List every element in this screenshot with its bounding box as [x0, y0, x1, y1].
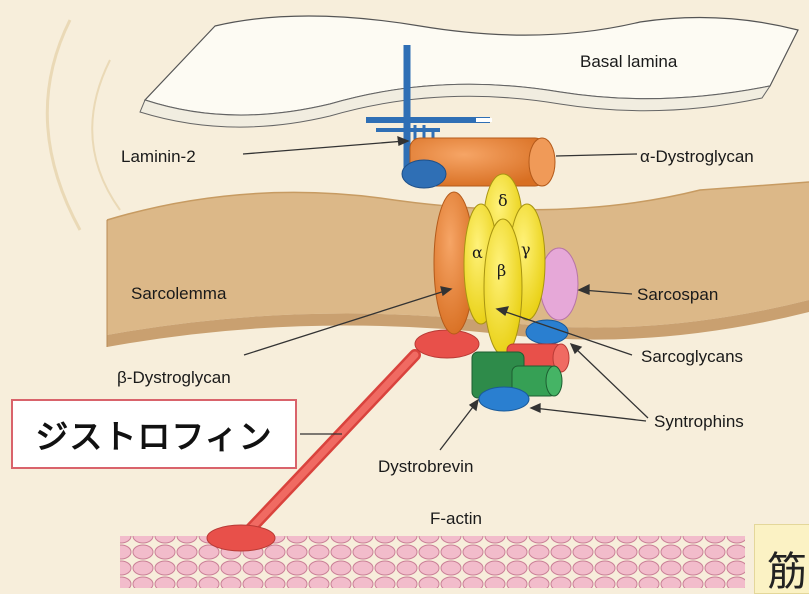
- alpha-dystroglycan-label: α-Dystroglycan: [640, 147, 754, 166]
- syntrophins-leader-upper: [574, 347, 648, 418]
- dystrophin-japanese-label: ジストロフィン: [35, 410, 272, 458]
- alpha-dystroglycan-leader: [556, 154, 637, 156]
- sarcospan-label: Sarcospan: [637, 285, 718, 304]
- background-arc-2: [92, 60, 120, 210]
- dystrobrevin-leader: [440, 403, 476, 450]
- basal-lamina-label: Basal lamina: [580, 52, 678, 71]
- sarcoglycan-gamma-label: γ: [521, 240, 531, 259]
- sarcoglycan-alpha-label: α: [472, 243, 483, 262]
- corner-caption-box: 筋: [754, 524, 809, 594]
- sarcoglycan-delta-label: δ: [498, 191, 508, 210]
- basal-lamina-sheet: [140, 16, 798, 127]
- syntrophins-leader-lower: [534, 408, 646, 421]
- background-arc: [47, 20, 80, 230]
- sarcoglycans-label: Sarcoglycans: [641, 347, 743, 366]
- dystrophin-callout-box: ジストロフィン: [11, 399, 297, 469]
- sarcospan: [540, 248, 578, 320]
- syntrophin-upper: [526, 320, 568, 344]
- f-actin-label: F-actin: [430, 509, 482, 528]
- laminin-leader: [243, 141, 405, 154]
- syntrophin-lower: [479, 387, 529, 411]
- corner-caption-text: 筋: [767, 539, 807, 594]
- laminin-label: Laminin-2: [121, 147, 196, 166]
- sarcoglycan-beta-label: β: [497, 261, 506, 280]
- syntrophins-label: Syntrophins: [654, 412, 744, 431]
- alpha-dystroglycan: [402, 138, 555, 188]
- beta-dystroglycan-label: β-Dystroglycan: [117, 368, 231, 387]
- dystrobrevin-label: Dystrobrevin: [378, 457, 473, 476]
- sarcolemma-label: Sarcolemma: [131, 284, 227, 303]
